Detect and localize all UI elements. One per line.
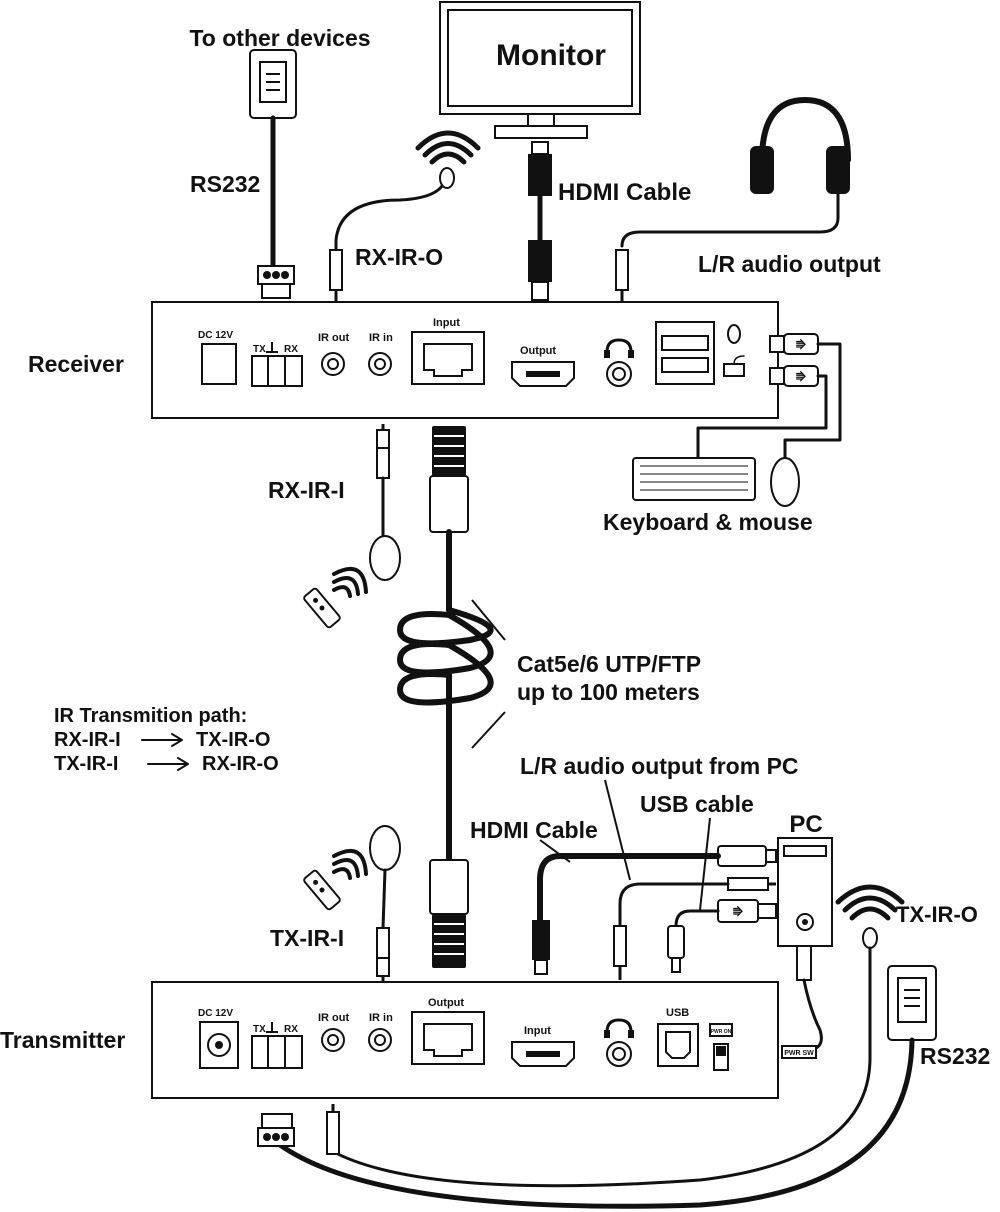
lr-audio-from-pc-label: L/R audio output from PC xyxy=(520,753,799,779)
monitor: Monitor xyxy=(439,1,641,139)
tx-ir-i-label: TX-IR-I xyxy=(270,925,344,951)
ir-path-1-from: RX-IR-I xyxy=(54,729,121,751)
hdmi-cable-top-label: HDMI Cable xyxy=(558,179,691,206)
rx-output-label: Output xyxy=(520,345,556,357)
rx-tx-label: TX xyxy=(253,344,266,355)
transmitter-label: Transmitter xyxy=(0,1027,125,1053)
pc: PC PWR SW xyxy=(777,811,833,1059)
tx-pwr-on-label: PWR ON xyxy=(711,1029,732,1035)
remote-control-icon xyxy=(303,869,341,911)
pwr-sw-label: PWR SW xyxy=(784,1050,814,1057)
monitor-label: Monitor xyxy=(496,39,606,72)
rx-ir-o-emitter: RX-IR-O xyxy=(329,130,481,302)
tx-input-label: Input xyxy=(524,1025,551,1037)
tx-ir-i-sensor: TX-IR-I xyxy=(270,825,401,982)
pc-cables: ⭆ xyxy=(532,845,777,980)
rx-dc-port xyxy=(201,343,237,385)
usb-icon: ⭆ xyxy=(796,338,806,352)
transmitter-unit: Transmitter DC 12V TX RX IR out IR in Ou… xyxy=(0,981,779,1099)
headphones-icon: L/R audio output xyxy=(615,97,881,302)
tx-terminal-block xyxy=(251,1035,303,1069)
wireless-wave-icon xyxy=(332,585,352,598)
keyboard-icon xyxy=(723,363,745,377)
lr-audio-output-label: L/R audio output xyxy=(698,251,881,277)
headphones-icon xyxy=(605,338,633,354)
wireless-wave-icon xyxy=(429,151,467,165)
rx-ir-i-label: RX-IR-I xyxy=(268,477,345,503)
remote-control-icon xyxy=(303,587,341,629)
rx-ir-in-label: IR in xyxy=(369,332,393,344)
rs232-top-connector: To other devices RS232 xyxy=(189,25,371,299)
tx-ir-o-label: TX-IR-O xyxy=(896,902,978,927)
rx-input-label: Input xyxy=(433,317,460,329)
ir-path-1-to: TX-IR-O xyxy=(196,729,270,751)
tx-output-label: Output xyxy=(428,997,464,1009)
keyboard-mouse-label: Keyboard & mouse xyxy=(603,509,813,535)
tx-ir-o-emitter: TX-IR-O xyxy=(328,884,978,1188)
rx-rx-label: RX xyxy=(284,344,298,355)
cat-line2-label: up to 100 meters xyxy=(517,679,700,705)
keyboard-mouse-cables: ⭆ ⭆ Keyboard & mouse xyxy=(603,333,842,535)
rx-terminal-block xyxy=(251,355,303,387)
receiver-label: Receiver xyxy=(28,351,124,377)
rs232-bottom-connector: RS232 xyxy=(277,965,990,1209)
usb-icon: ⭆ xyxy=(796,370,806,384)
tx-tx-label: TX xyxy=(253,1024,266,1035)
ir-path-2-from: TX-IR-I xyxy=(54,753,118,775)
arrow-icon xyxy=(141,733,183,747)
tx-usb-label: USB xyxy=(666,1007,689,1019)
arrow-icon xyxy=(147,757,189,771)
mouse-icon xyxy=(727,324,741,344)
ir-path-2-to: RX-IR-O xyxy=(202,753,279,775)
usb-icon: ⭆ xyxy=(733,905,743,919)
tx-ir-out-label: IR out xyxy=(318,1012,349,1024)
receiver-unit: Receiver DC 12V TX RX IR out IR in Input… xyxy=(28,301,779,419)
rs232-top-label: RS232 xyxy=(190,171,260,197)
ir-path-title: IR Transmition path: xyxy=(54,705,247,727)
hdmi-cable-top: HDMI Cable xyxy=(528,141,691,301)
ir-path-legend: IR Transmition path: RX-IR-I TX-IR-O TX-… xyxy=(54,705,279,775)
headphones-icon xyxy=(605,1018,633,1034)
tx-bottom-connectors xyxy=(257,1104,340,1155)
cat-cable: Cat5e/6 UTP/FTP up to 100 meters xyxy=(397,426,701,968)
pc-label: PC xyxy=(789,811,822,838)
rx-ir-i-sensor: RX-IR-I xyxy=(268,424,401,629)
wireless-wave-icon xyxy=(332,867,352,880)
tx-dc-label: DC 12V xyxy=(198,1008,233,1019)
usb-cable-label: USB cable xyxy=(640,791,754,817)
tx-rx-label: RX xyxy=(284,1024,298,1035)
cat-line1-label: Cat5e/6 UTP/FTP xyxy=(517,651,701,677)
ir-emitter-head xyxy=(439,167,455,189)
tx-ir-in-label: IR in xyxy=(369,1012,393,1024)
to-other-devices-label: To other devices xyxy=(189,25,370,51)
hdmi-cable-bottom-label: HDMI Cable xyxy=(470,817,598,843)
wireless-wave-icon xyxy=(849,906,891,921)
rs232-bottom-label: RS232 xyxy=(920,1043,990,1069)
rx-usb-ports xyxy=(655,321,715,385)
keyboard xyxy=(632,457,756,501)
rx-ir-out-label: IR out xyxy=(318,332,349,344)
rx-dc-label: DC 12V xyxy=(198,330,233,341)
rx-ir-o-label: RX-IR-O xyxy=(355,244,443,270)
mouse xyxy=(770,457,800,507)
